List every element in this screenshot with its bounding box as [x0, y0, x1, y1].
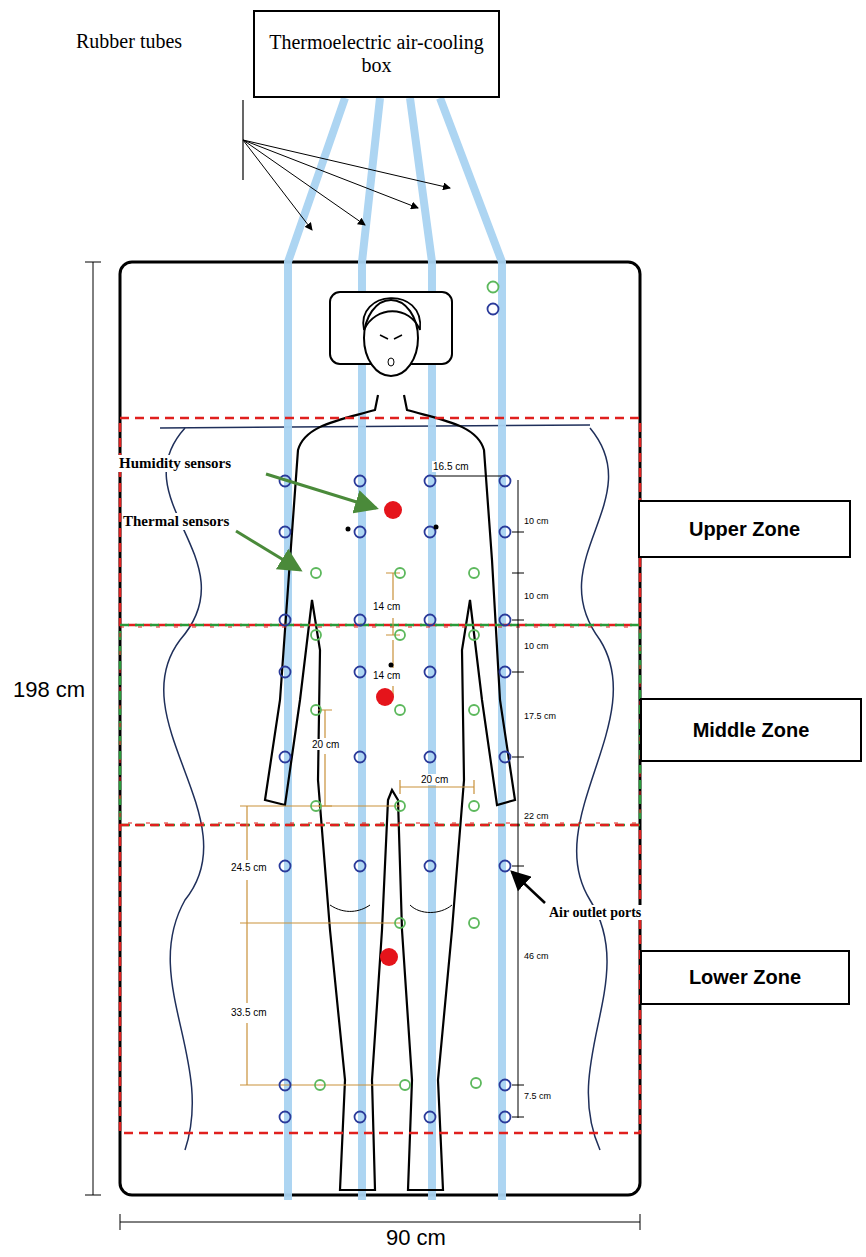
- air-outlet-port: [280, 1112, 291, 1123]
- air-outlet-port: [500, 527, 511, 538]
- dimension: 14 cm: [372, 670, 401, 681]
- air-outlet-port: [355, 476, 366, 487]
- tube-label: Rubber tubes: [75, 30, 183, 52]
- dimension: 7.5 cm: [523, 1092, 552, 1102]
- air-outlet-port: [500, 861, 511, 872]
- air-outlet-port: [500, 667, 511, 678]
- thermal-sensor: [469, 801, 479, 811]
- thermal-sensor: [395, 918, 405, 928]
- air-outlet-port: [280, 615, 291, 626]
- air-outlet-port: [500, 1080, 511, 1091]
- dimension: 10 cm: [523, 592, 550, 602]
- node-text: Thermoelectric air-cooling box: [265, 31, 488, 77]
- air-outlet-port: [425, 861, 436, 872]
- air-outlet-port: [500, 615, 511, 626]
- zone-label: Upper Zone: [638, 500, 851, 558]
- thermal-sensor: [315, 1080, 325, 1090]
- thermal-sensor: [311, 630, 321, 640]
- air-outlet-port: [425, 667, 436, 678]
- dimension: 10 cm: [523, 517, 550, 527]
- air-outlet-port: [355, 615, 366, 626]
- thermal-sensor: [469, 918, 479, 928]
- air-outlet-port: [355, 861, 366, 872]
- dimension: 16.5 cm: [432, 461, 470, 472]
- dimension: 24.5 cm: [230, 862, 268, 873]
- air-outlet-port: [355, 527, 366, 538]
- dimension: 198 cm: [12, 678, 86, 702]
- zone-label: Lower Zone: [640, 950, 850, 1005]
- thermal-sensor: [469, 630, 479, 640]
- callout-label: Air outlet ports: [548, 905, 642, 920]
- air-outlet-port: [425, 752, 436, 763]
- node-text: Lower Zone: [689, 966, 801, 989]
- air-outlet-port: [500, 752, 511, 763]
- air-outlet-port: [425, 615, 436, 626]
- dimension: 20 cm: [420, 774, 449, 785]
- dimension: 90 cm: [380, 1226, 452, 1250]
- dimension: 20 cm: [311, 739, 340, 750]
- air-outlet-port: [500, 476, 511, 487]
- air-outlet-port: [425, 1112, 436, 1123]
- thermal-sensor: [395, 801, 405, 811]
- air-outlet-port: [500, 1112, 511, 1123]
- dimension: 14 cm: [372, 601, 401, 612]
- thermal-sensor: [469, 568, 479, 578]
- air-outlet-port: [425, 476, 436, 487]
- thermal-sensor: [395, 630, 405, 640]
- air-outlet-port: [355, 667, 366, 678]
- air-outlet-port: [280, 1080, 291, 1091]
- callout-label: Thermal sensors: [122, 513, 230, 530]
- thermal-sensor: [469, 705, 479, 715]
- thermal-sensor: [311, 705, 321, 715]
- thermal-sensor: [311, 801, 321, 811]
- dimension: 33.5 cm: [230, 1007, 268, 1018]
- dimension: 17.5 cm: [523, 712, 557, 722]
- air-outlet-port: [280, 752, 291, 763]
- thermal-sensor: [311, 568, 321, 578]
- air-outlet-port: [280, 667, 291, 678]
- air-outlet-port: [355, 1112, 366, 1123]
- air-outlet-port: [280, 527, 291, 538]
- dimension: 10 cm: [523, 642, 550, 652]
- air-outlet-port: [355, 752, 366, 763]
- cooling-box: Thermoelectric air-cooling box: [253, 10, 500, 98]
- thermal-sensor: [395, 568, 405, 578]
- node-text: Upper Zone: [689, 518, 800, 541]
- zone-label: Middle Zone: [640, 698, 862, 762]
- dimension: 46 cm: [523, 952, 550, 962]
- thermal-sensor: [471, 1078, 481, 1088]
- air-outlet-port: [280, 861, 291, 872]
- thermal-sensor: [400, 1080, 410, 1090]
- node-text: Middle Zone: [693, 719, 810, 742]
- callout-label: Humidity sensors: [118, 455, 232, 472]
- thermal-sensor: [395, 705, 405, 715]
- dimension: 22 cm: [523, 812, 550, 822]
